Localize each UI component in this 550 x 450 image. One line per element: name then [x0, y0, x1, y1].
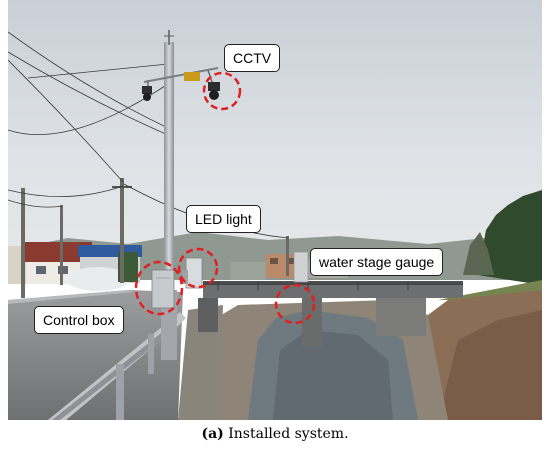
water-stage-gauge-label: water stage gauge	[310, 248, 444, 276]
cctv-label: CCTV	[224, 44, 281, 72]
greenhouse	[66, 267, 130, 291]
bridge-railing	[203, 281, 463, 290]
main-pole	[164, 42, 174, 360]
warning-sign	[184, 72, 200, 81]
water-stage-gauge-box	[293, 251, 309, 283]
caption-text: Installed system.	[223, 426, 349, 442]
bridge-deck	[203, 284, 463, 298]
caption-tag: (a)	[201, 426, 224, 442]
figure-caption: (a) Installed system.	[0, 422, 550, 446]
led-light	[185, 257, 203, 289]
control-box	[151, 269, 175, 309]
water-stage-gauge-highlight	[274, 283, 316, 325]
control-box-highlight	[134, 260, 184, 316]
sky	[8, 0, 542, 270]
led-light-label: LED light	[186, 205, 261, 233]
embankment-left	[178, 305, 223, 420]
bridge-pier	[302, 298, 322, 346]
highlight-circles	[134, 71, 316, 325]
led-light-highlight	[177, 247, 219, 289]
utility-pole	[21, 188, 25, 298]
cctv-camera	[142, 72, 220, 101]
trees-right	[478, 190, 542, 285]
cctv-highlight	[202, 71, 242, 111]
control-box-label: Control box	[34, 306, 124, 334]
